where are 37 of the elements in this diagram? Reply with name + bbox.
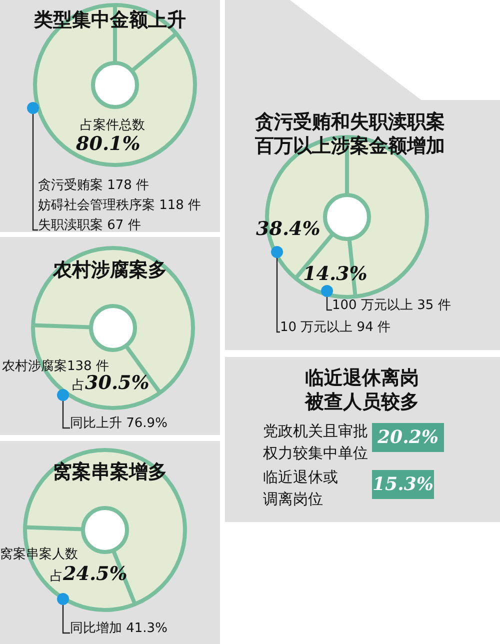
annotation-text: 100 万元以上 35 件 <box>332 297 452 315</box>
percent-badge: 20.2% <box>372 423 444 452</box>
panel-title: 临近退休离岗被查人员较多 <box>304 366 420 414</box>
percent-label: 14.3% <box>303 263 368 285</box>
marker-dot <box>57 593 69 605</box>
annotation-text: 同比增加 41.3% <box>70 620 168 638</box>
chart-label: 占30.5% <box>72 372 150 394</box>
chart-label: 农村涉腐案138 件 <box>2 358 109 374</box>
annotation-text: 10 万元以上 94 件 <box>280 319 392 337</box>
percent-label: 38.4% <box>256 218 320 240</box>
panel-title: 类型集中金额上升 <box>32 8 187 32</box>
chart-panel <box>0 237 220 435</box>
leader-line <box>62 605 70 634</box>
annotation-text: 贪污受贿案 178 件 <box>38 177 150 195</box>
chart-label: 窝案串案人数 <box>0 546 78 563</box>
chart-panel <box>225 100 500 350</box>
percent-badge: 15.3% <box>372 470 434 499</box>
leader-line <box>32 114 38 231</box>
annotation-text: 妨碍社会管理秩序案 118 件 <box>38 197 202 215</box>
leader-line <box>276 258 280 333</box>
chart-label: 占24.5% <box>50 563 128 585</box>
leader-line <box>62 401 70 429</box>
panel-title: 窝案串案增多 <box>52 460 168 484</box>
chart-panel <box>0 441 220 644</box>
panel-title: 贪污受贿和失职渎职案百万以上涉案金额增加 <box>255 110 446 158</box>
chart-panel <box>0 0 220 232</box>
category-text: 党政机关且审批权力较集中单位 <box>263 421 369 464</box>
annotation-text: 失职渎职案 67 件 <box>38 217 142 235</box>
chart-panel <box>225 357 500 522</box>
annotation-text: 同比上升 76.9% <box>70 415 168 433</box>
marker-dot <box>27 102 39 114</box>
panel-title: 农村涉腐案多 <box>52 258 168 282</box>
chart-label: 占案件总数 <box>80 117 145 134</box>
leader-line <box>326 297 332 311</box>
marker-dot <box>57 389 69 401</box>
category-text: 临近退休或调离岗位 <box>263 467 339 510</box>
percent-label: 80.1% <box>76 133 140 155</box>
